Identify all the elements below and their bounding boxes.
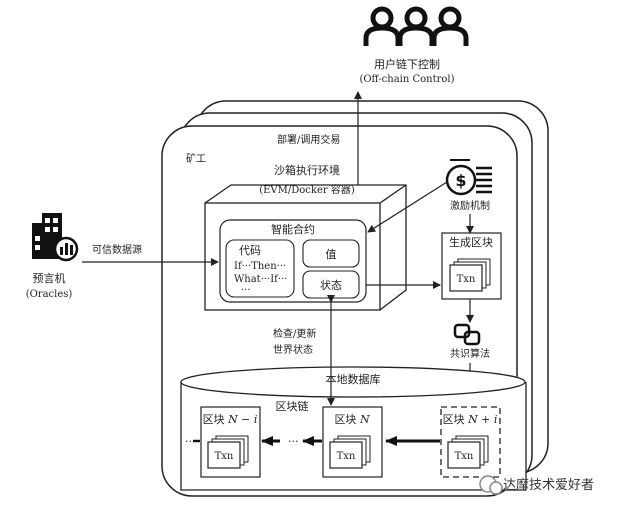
consensus-icon: [453, 323, 481, 346]
code-line-3: ···: [241, 285, 251, 296]
incentive-arrow: [367, 181, 448, 233]
smart-contract-title: 智能合约: [271, 222, 315, 236]
state-label: 状态: [320, 278, 342, 292]
chain-ellipsis-left: ···: [185, 435, 196, 448]
block-n-minus-i-txn: Txn: [215, 451, 234, 462]
oracle-label-en: (Oracles): [26, 289, 73, 300]
watermark-text: 达摩技术爱好者: [503, 477, 594, 492]
block-n-plus-i-txn-stack: [447, 435, 489, 469]
miner-label: 矿工: [186, 152, 206, 165]
check-update-line-2: 世界状态: [273, 343, 313, 356]
generate-block-txn: Txn: [457, 274, 476, 285]
block-n-plus-i-label: 区块 N + i: [443, 413, 498, 426]
code-box: [225, 239, 295, 298]
sandbox-label-cn: 沙箱执行环境: [274, 163, 340, 177]
chain-ellipsis-mid: ···: [288, 435, 299, 448]
sandbox-label-en: (EVM/Docker 容器): [259, 183, 355, 196]
code-title: 代码: [239, 244, 261, 257]
watermark: 达摩技术爱好者: [479, 475, 594, 495]
block-n-minus-i-txn-stack: [207, 435, 249, 469]
deploy-label: 部署/调用交易: [277, 133, 340, 146]
block-n-plus-i-txn: Txn: [455, 451, 474, 462]
block-n-label: 区块 N: [334, 413, 370, 426]
code-line-2: What···If···: [234, 274, 287, 285]
incentive-icon: $: [445, 159, 492, 196]
value-label: 值: [326, 248, 337, 261]
block-n-txn-stack: [329, 435, 371, 469]
blockchain-label: 区块链: [276, 399, 309, 413]
incentive-label: 激励机制: [450, 199, 490, 212]
oracle-label-cn: 预言机: [33, 271, 66, 285]
value-box: [302, 239, 360, 268]
svg-text:$: $: [455, 171, 466, 190]
users-icon: [363, 6, 469, 46]
generate-block-title: 生成区块: [449, 235, 493, 249]
oracle-link-label: 可信数据源: [92, 243, 142, 256]
generate-block-txn-stack: [449, 258, 491, 292]
local-database-label: 本地数据库: [326, 372, 381, 386]
users-label-en: (Off-chain Control): [359, 74, 454, 85]
consensus-label: 共识算法: [450, 347, 490, 360]
code-line-1: If···Then···: [234, 261, 286, 272]
check-update-line-1: 检查/更新: [273, 327, 316, 340]
users-label-cn: 用户链下控制: [374, 57, 440, 71]
block-n-txn: Txn: [337, 451, 356, 462]
oracle-icon: [32, 213, 79, 262]
block-n-minus-i-label: 区块 N − i: [203, 413, 258, 426]
